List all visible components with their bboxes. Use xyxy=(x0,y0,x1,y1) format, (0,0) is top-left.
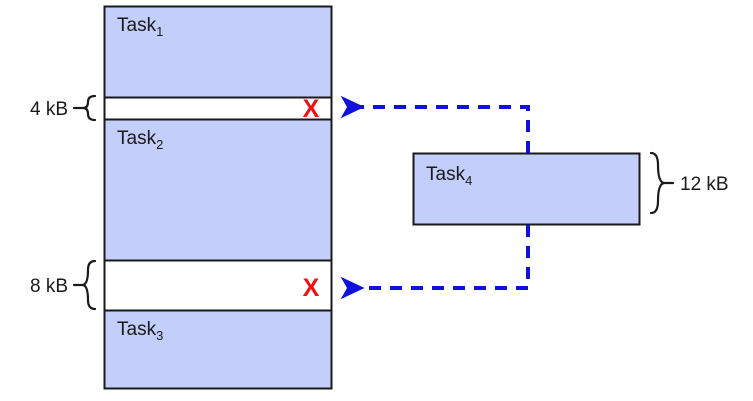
memory-block-task1 xyxy=(103,5,333,99)
size-annotation-8kb: 8 kB xyxy=(30,259,97,311)
arrow-task4-to-gap-8kb xyxy=(340,225,530,300)
brace-8kb-icon xyxy=(82,259,97,311)
incoming-task4-label: Task4 xyxy=(426,164,472,188)
main-memory-column: Task1 Task2 Task3 X X xyxy=(103,5,333,390)
brace-12kb-icon xyxy=(649,151,665,215)
incoming-task-block: Task4 xyxy=(412,152,641,226)
memory-block-task1-label: Task1 xyxy=(117,15,163,39)
arrow-task4-to-gap-4kb xyxy=(340,95,530,153)
size-label-4kb: 4 kB xyxy=(30,99,68,120)
size-label-8kb: 8 kB xyxy=(30,276,68,297)
size-annotation-4kb: 4 kB xyxy=(30,94,97,122)
memory-block-task2-label: Task2 xyxy=(117,128,163,152)
reject-x-icon-gap-8kb: X xyxy=(303,274,320,302)
size-label-12kb: 12 kB xyxy=(680,174,729,195)
memory-block-task3 xyxy=(103,309,333,390)
brace-4kb-icon xyxy=(82,94,97,122)
size-annotation-12kb: 12 kB xyxy=(649,151,729,215)
memory-gap-4kb xyxy=(103,96,333,121)
incoming-task4-rect xyxy=(412,152,641,226)
reject-x-icon-gap-4kb: X xyxy=(303,95,320,123)
memory-gap-8kb xyxy=(103,259,333,312)
memory-block-task3-label: Task3 xyxy=(117,319,163,343)
memory-block-task2 xyxy=(103,118,333,262)
